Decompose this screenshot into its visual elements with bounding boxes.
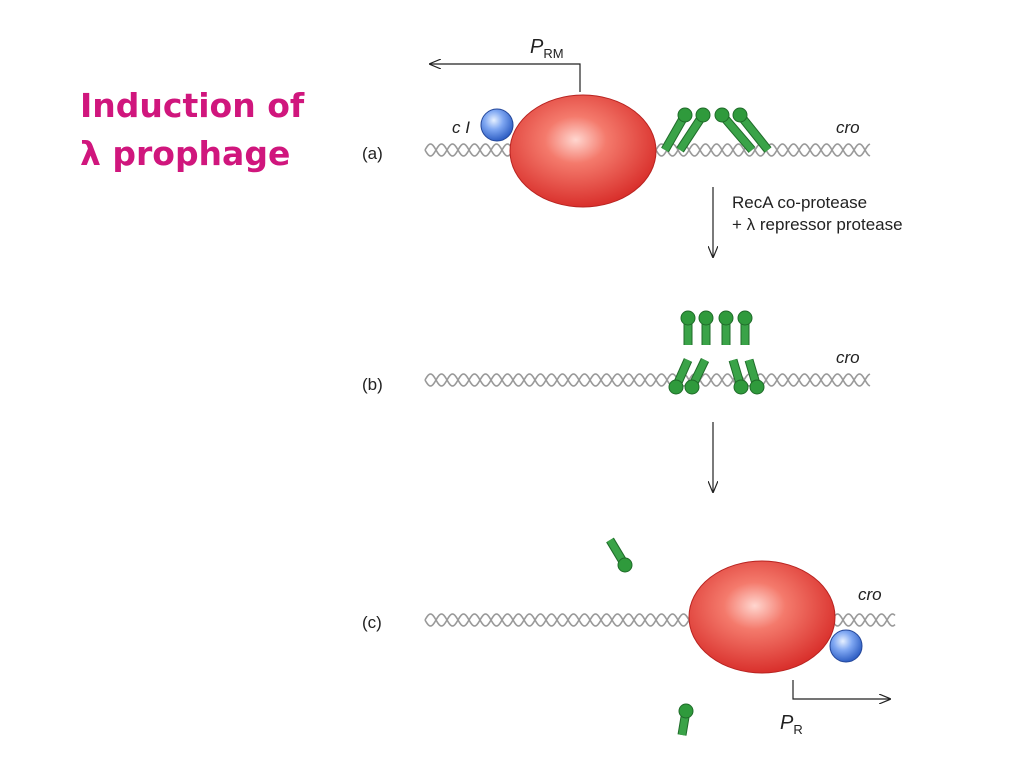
pr-arrow: [792, 680, 890, 699]
repressor-a-3: [714, 107, 756, 153]
repressor-a-3-ball: [714, 107, 730, 123]
repressor-b-free-3-ball: [718, 310, 734, 326]
gene-cro-label-a: cro: [836, 118, 860, 137]
repressor-a-2: [676, 107, 711, 153]
repressor-b-free-2: [698, 310, 714, 345]
repressor-c-free-1: [606, 537, 633, 573]
promoter-pr-label: PR: [780, 712, 803, 737]
repressor-b-bound-1-ball: [668, 379, 684, 395]
dna-helix-b: [424, 373, 871, 387]
activator-c: [829, 629, 863, 663]
repressor-b-free-2-ball: [698, 310, 714, 326]
transition-line-2: + λ repressor protease: [732, 215, 903, 234]
rna-polymerase-c: [688, 560, 836, 674]
panel-c-label: (c): [362, 613, 382, 632]
repressor-b-bound-2-ball: [684, 379, 700, 395]
transition-caption: RecA co-protease + λ repressor protease: [732, 192, 903, 236]
repressor-b-bound-1: [668, 358, 693, 395]
repressor-b-free-3: [718, 310, 734, 345]
repressor-a-4-ball: [732, 107, 748, 123]
promoter-pr-main: P: [780, 712, 794, 734]
repressor-b-bound-3: [728, 358, 749, 395]
gene-ci-label: c I: [452, 118, 470, 137]
ci-activator-a: [480, 108, 514, 142]
promoter-prm-label: PRM: [530, 36, 564, 61]
repressor-c-free-2-ball: [678, 703, 694, 719]
dna-helix-b-strand-1: [424, 373, 871, 387]
title-line-1: Induction of: [80, 86, 305, 125]
repressor-c-free-2: [677, 703, 694, 736]
slide-title: Induction of λ prophage: [80, 82, 304, 178]
rna-polymerase-a: [509, 94, 657, 208]
promoter-prm-sub: RM: [543, 46, 564, 61]
title-line-2: λ prophage: [80, 134, 291, 173]
repressor-b-bound-2: [684, 358, 710, 395]
gene-cro-label-c: cro: [858, 585, 882, 604]
repressor-a-3-stick: [719, 112, 755, 153]
promoter-pr-sub: R: [793, 722, 803, 737]
repressor-a-2-ball: [695, 107, 711, 123]
repressor-c-free-1-ball: [617, 557, 633, 573]
repressor-a-4: [732, 107, 772, 153]
repressor-b-bound-4-ball: [749, 379, 765, 395]
promoter-prm-main: P: [530, 36, 544, 58]
repressor-b-bound-4: [744, 358, 765, 395]
panel-a-label: (a): [362, 144, 383, 163]
repressor-b-free-1: [680, 310, 696, 345]
gene-cro-label-b: cro: [836, 348, 860, 367]
repressor-b-free-4: [737, 310, 753, 345]
prm-arrow: [430, 64, 581, 92]
repressor-b-free-1-ball: [680, 310, 696, 326]
transition-line-1: RecA co-protease: [732, 193, 868, 212]
repressor-a-1: [661, 107, 693, 153]
repressor-a-1-ball: [677, 107, 693, 123]
panel-b-label: (b): [362, 375, 383, 394]
dna-helix-b-strand-2: [424, 373, 871, 387]
repressor-b-free-4-ball: [737, 310, 753, 326]
repressor-b-bound-3-ball: [733, 379, 749, 395]
